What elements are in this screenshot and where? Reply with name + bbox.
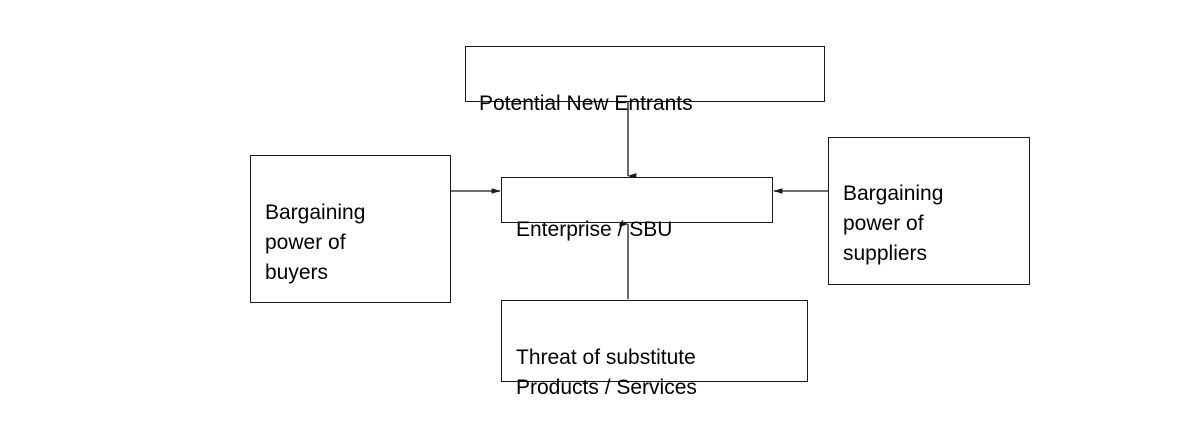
box-enterprise-sbu: Enterprise / SBU (501, 177, 773, 241)
box-bargaining-power-of-suppliers: Bargaining power of suppliers (828, 137, 1030, 285)
box-bargaining-power-of-buyers: Bargaining power of buyers (250, 155, 451, 303)
box-label-threat-of-substitutes: Threat of substitute Products / Services (516, 346, 697, 399)
box-label-bargaining-power-of-buyers: Bargaining power of buyers (265, 201, 366, 284)
box-label-bargaining-power-of-suppliers: Bargaining power of suppliers (843, 182, 944, 265)
box-label-enterprise-sbu: Enterprise / SBU (516, 218, 673, 241)
box-potential-new-entrants: Potential New Entrants (465, 46, 825, 115)
box-label-potential-new-entrants: Potential New Entrants (479, 92, 693, 115)
box-threat-of-substitutes: Threat of substitute Products / Services (501, 300, 808, 399)
